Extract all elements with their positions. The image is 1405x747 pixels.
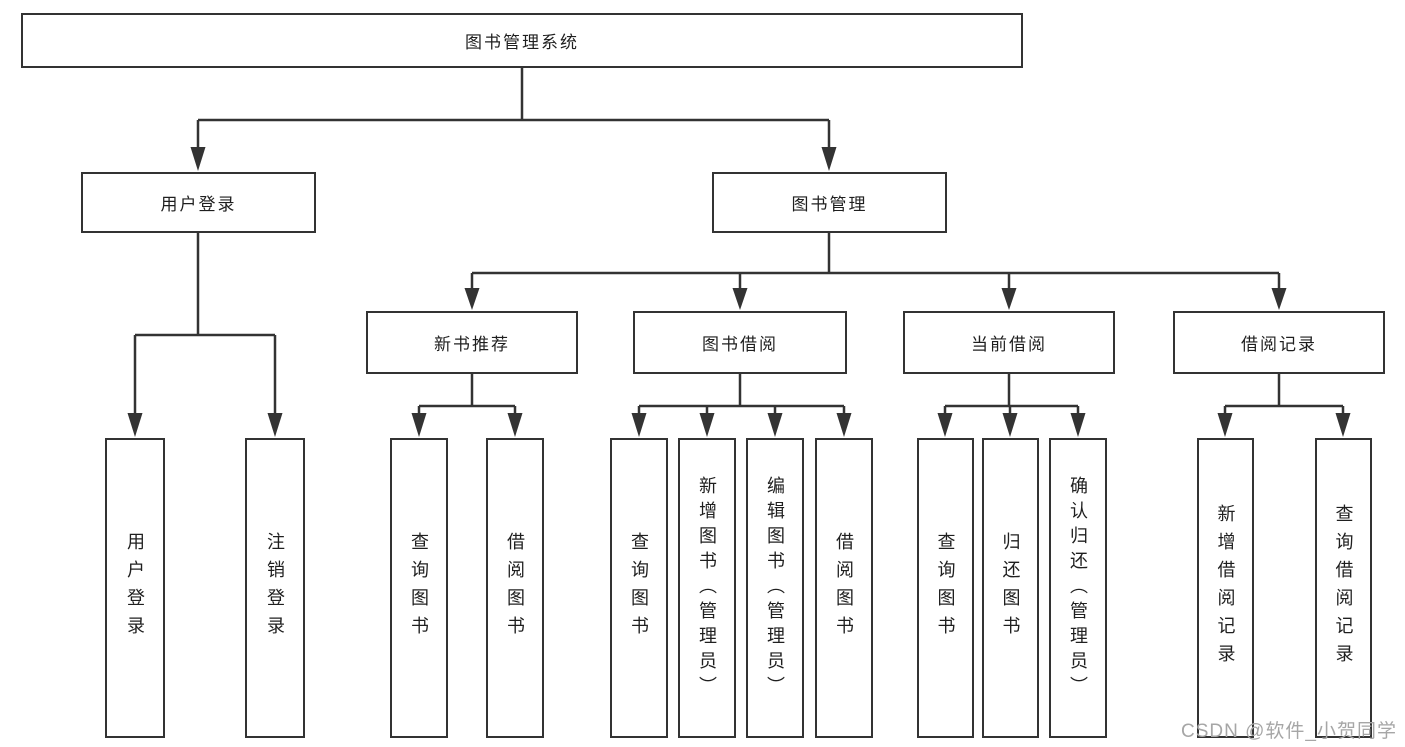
- leaf-borrow-books: 借阅图书: [815, 438, 873, 738]
- node-label: 借阅图书: [834, 532, 854, 644]
- node-label: 查询图书: [629, 532, 649, 644]
- node-library-management-system: 图书管理系统: [21, 13, 1023, 68]
- node-label: 借阅图书: [505, 532, 525, 644]
- leaf-add-books-admin: 新增图书（管理员）: [678, 438, 736, 738]
- node-label: 图书借阅: [702, 335, 778, 354]
- node-label: 图书管理: [791, 195, 868, 214]
- node-label: 查询图书: [935, 532, 956, 644]
- leaf-add-borrow-record: 新增借阅记录: [1197, 438, 1254, 738]
- node-label: 归还图书: [1000, 532, 1021, 644]
- node-current-borrowing: 当前借阅: [903, 311, 1115, 374]
- leaf-borrow-books-recommend: 借阅图书: [486, 438, 544, 738]
- leaf-edit-books-admin: 编辑图书（管理员）: [746, 438, 804, 738]
- node-label: 查询图书: [409, 532, 429, 644]
- leaf-query-books-recommend: 查询图书: [390, 438, 448, 738]
- leaf-query-books-current: 查询图书: [917, 438, 974, 738]
- node-book-borrowing: 图书借阅: [633, 311, 847, 374]
- node-label: 借阅记录: [1241, 335, 1317, 354]
- leaf-confirm-return-admin: 确认归还（管理员）: [1049, 438, 1107, 738]
- node-label: 新书推荐: [434, 335, 510, 354]
- leaf-query-books-borrow: 查询图书: [610, 438, 668, 738]
- arrowhead-icons: [127, 147, 1351, 437]
- node-book-management: 图书管理: [712, 172, 947, 233]
- node-label: 当前借阅: [971, 335, 1047, 354]
- node-label: 图书管理系统: [465, 33, 579, 52]
- node-label: 查询借阅记录: [1333, 504, 1354, 672]
- node-new-book-recommend: 新书推荐: [366, 311, 578, 374]
- csdn-watermark: CSDN @软件_小贺同学: [1181, 721, 1397, 742]
- leaf-user-login: 用户登录: [105, 438, 165, 738]
- node-borrowing-records: 借阅记录: [1173, 311, 1385, 374]
- node-label: 新增借阅记录: [1215, 504, 1236, 672]
- node-label: 编辑图书（管理员）: [765, 475, 785, 701]
- node-label: 用户登录: [160, 195, 237, 214]
- node-label: 确认归还（管理员）: [1068, 475, 1088, 701]
- node-user-login: 用户登录: [81, 172, 316, 233]
- node-label: 注销登录: [265, 532, 285, 644]
- node-label: 新增图书（管理员）: [697, 475, 717, 701]
- leaf-query-borrow-record: 查询借阅记录: [1315, 438, 1372, 738]
- node-label: 用户登录: [125, 532, 145, 644]
- leaf-return-books: 归还图书: [982, 438, 1039, 738]
- leaf-logout: 注销登录: [245, 438, 305, 738]
